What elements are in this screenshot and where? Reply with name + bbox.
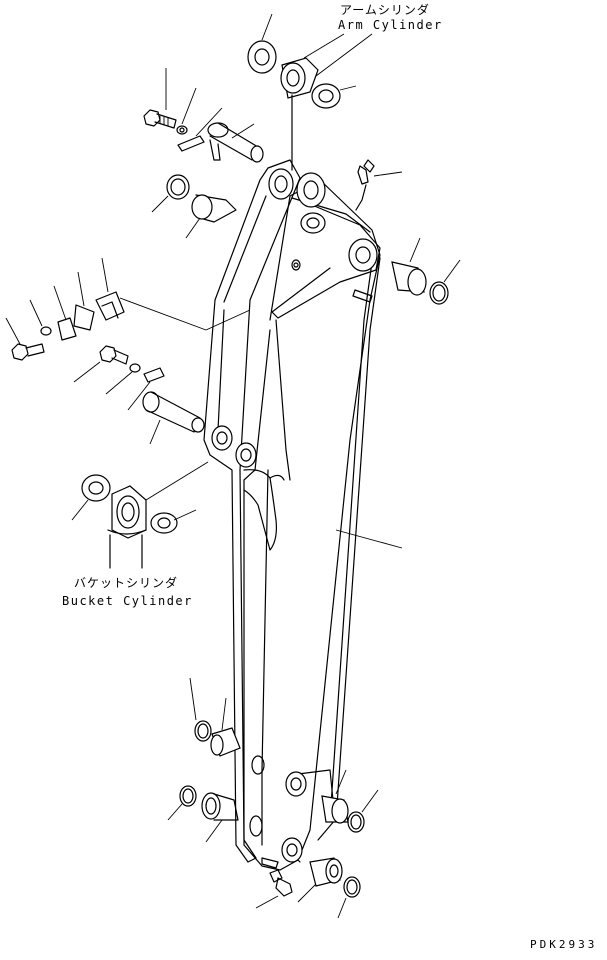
arm-cylinder-end: [280, 57, 319, 171]
washer-left-2: [129, 363, 141, 373]
arm-cylinder-label-en: Arm Cylinder: [338, 18, 443, 32]
ring-lower-left-1: [194, 720, 212, 742]
grease-fitting-bottom: [269, 869, 293, 897]
drawing-code: PDK2933: [530, 938, 598, 951]
bucket-cylinder-end: [107, 485, 147, 569]
pin-top: [207, 122, 264, 163]
mid-boss: [211, 425, 257, 468]
ring-lower-right-2: [343, 876, 361, 898]
ring-lower-left-2: [179, 785, 197, 807]
washer-top: [176, 125, 188, 135]
grease-fitting-top: [357, 159, 375, 185]
bolt-top: [143, 109, 177, 129]
bushing-upper-left: [166, 174, 237, 223]
bucket-cylinder-label-en: Bucket Cylinder: [62, 594, 193, 608]
arm-cylinder-shim-right: [311, 83, 341, 109]
bushing-lower-right-1: [321, 795, 349, 824]
bucket-cylinder-shim-left: [81, 474, 111, 502]
arm-cylinder-shim-left: [247, 40, 277, 74]
pin-mid: [142, 391, 205, 433]
top-boss: [268, 168, 378, 303]
bracket-left: [40, 291, 125, 341]
bucket-cylinder-label-jp: バケットシリンダ: [74, 576, 179, 590]
bushing-lower-left-1: [210, 727, 241, 757]
arm-cylinder-label-jp: アームシリンダ: [340, 3, 430, 17]
lower-bosses: [249, 755, 307, 869]
bucket-cylinder-shim-right: [150, 512, 178, 534]
plate-left-2: [143, 367, 165, 383]
leader-lines: [5, 13, 461, 919]
bushing-upper-right: [391, 261, 449, 305]
plate-top: [177, 135, 205, 152]
bushing-lower-left-2: [201, 792, 239, 821]
bushing-lower-right-2: [309, 857, 343, 887]
bolt-left-2: [99, 345, 129, 365]
bolt-left-1: [11, 343, 45, 361]
ring-lower-right-1: [347, 811, 365, 833]
